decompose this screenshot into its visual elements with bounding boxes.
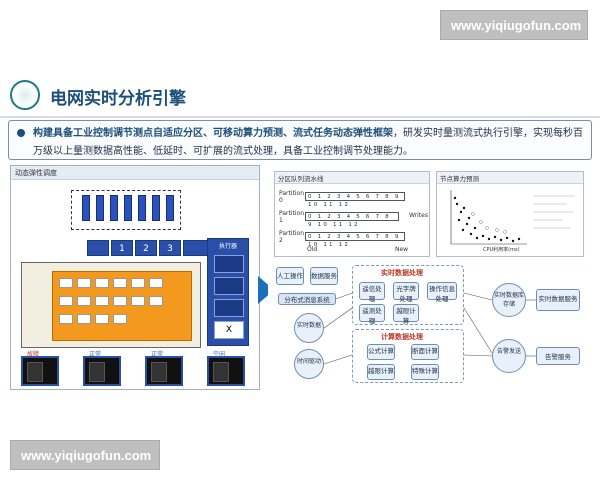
partition-label: Partition 2 [279, 230, 305, 244]
time-driven-node: 时间驱动 [294, 349, 324, 379]
bullet-icon [17, 129, 25, 137]
message-bus-node: 分布式消息系统 [278, 293, 336, 305]
group-title: 计算数据处理 [381, 333, 423, 341]
process-node: 越限计算 [393, 304, 419, 325]
input-node: 人工操作 [276, 267, 304, 285]
writes-label: Writes [409, 212, 428, 219]
segment [87, 240, 109, 256]
queue-bar [124, 195, 132, 221]
executor: 执行器 X [207, 238, 249, 346]
executor-slot [214, 277, 244, 295]
queue-bar [82, 195, 90, 221]
state-grid-logo-icon [10, 80, 40, 110]
compute-node: 公式计算 [367, 344, 395, 360]
compute-prediction: 节点算力预测 [436, 171, 584, 257]
process-node: 操作信息处理 [427, 282, 457, 303]
executor-label: 执行器 [218, 243, 237, 250]
cluster-workload [52, 271, 192, 341]
segment-1: 1 [111, 240, 133, 256]
old-label: Old [307, 246, 318, 253]
alarm-send-node: 告警发送 [492, 339, 526, 373]
task-cell [95, 296, 109, 306]
compute-node: 越限计算 [367, 364, 395, 380]
partition-cells: 0 1 2 3 4 5 6 7 8 9 10 11 12 [305, 192, 405, 208]
partition-pipeline: 分区队列流水线 Partition 0 0 1 2 3 4 5 6 7 8 9 … [274, 171, 430, 257]
server-status: 正常 [89, 351, 102, 358]
watermark-top: www.yiqiugofun.com [440, 10, 588, 40]
rtdata-service-node: 实时数据服务 [536, 289, 580, 311]
segment-3: 3 [159, 240, 181, 256]
executor-slot [214, 299, 244, 317]
server-status: 空闲 [213, 351, 226, 358]
task-cell [59, 278, 73, 288]
partition-cells: 0 1 2 3 4 5 6 7 8 9 10 11 12 [305, 212, 399, 228]
watermark-bottom: www.yiqiugofun.com [10, 440, 160, 470]
task-cell [77, 278, 91, 288]
task-cell [131, 278, 145, 288]
queue-bar [110, 195, 118, 221]
executor-slot [214, 255, 244, 273]
realtime-data-node: 实时数据 [294, 313, 324, 343]
process-node: 遥测处理 [359, 304, 385, 325]
new-label: New [395, 246, 409, 253]
task-queue [71, 190, 181, 230]
panel-title: 动态弹性调度 [11, 166, 259, 180]
task-cell [95, 278, 109, 288]
task-cell [59, 296, 73, 306]
compute-node: 特殊计算 [411, 364, 439, 380]
task-cell [149, 296, 163, 306]
summary-text: ，研发实时量测流式执行引擎，实现每秒百万级以上量测数据高性能、低延时、可扩展的流… [33, 128, 583, 157]
partition-label: Partition 1 [279, 210, 305, 224]
task-cell [59, 314, 73, 324]
slide: 电网实时分析引擎 构建具备工业控制调节测点自适应分区、可移动算力预测、流式任务动… [0, 68, 600, 408]
input-node: 数据服务 [310, 267, 338, 285]
queue-bar [138, 195, 146, 221]
task-cell [77, 314, 91, 324]
segment-2: 2 [135, 240, 157, 256]
partition-title: 分区队列流水线 [275, 172, 429, 184]
queue-bar [96, 195, 104, 221]
scatter-plot [450, 190, 575, 245]
server-icon: 正常 [83, 351, 121, 386]
slide-title: 电网实时分析引擎 [50, 89, 186, 109]
process-node: 光字牌处理 [393, 282, 419, 303]
realtime-processing-group: 实时数据处理 遥信处理 光字牌处理 操作信息处理 遥测处理 越限计算 [352, 265, 464, 325]
task-cell [77, 296, 91, 306]
title-divider [0, 116, 600, 118]
server-status: 故障 [27, 351, 40, 358]
elastic-scheduling-panel: 动态弹性调度 1 2 3 N [10, 165, 260, 390]
executor-slot-failed: X [214, 321, 244, 339]
task-cell [149, 278, 163, 288]
server-icon: 故障 [21, 351, 59, 386]
queue-bar [152, 195, 160, 221]
server-row: 故障 正常 正常 空闲 [17, 351, 255, 388]
summary-highlight: 构建具备工业控制调节测点自适应分区、可移动算力预测、流式任务动态弹性框架 [33, 128, 393, 139]
task-cell [131, 296, 145, 306]
scatter-xlabel: CPU利用率(ms) [483, 247, 520, 253]
task-cell [113, 296, 127, 306]
group-title: 实时数据处理 [381, 269, 423, 277]
scatter-title: 节点算力预测 [437, 172, 583, 184]
process-node: 遥信处理 [359, 282, 385, 303]
alarm-service-node: 告警服务 [536, 347, 580, 365]
stream-flow-diagram: 人工操作 数据服务 分布式消息系统 实时数据 时间驱动 实时数据处理 遥信处理 … [274, 263, 584, 383]
queue-bar [166, 195, 174, 221]
task-cell [113, 278, 127, 288]
server-icon: 空闲 [207, 351, 245, 386]
summary-box: 构建具备工业控制调节测点自适应分区、可移动算力预测、流式任务动态弹性框架，研发实… [8, 120, 592, 160]
compute-processing-group: 计算数据处理 公式计算 断面计算 越限计算 特殊计算 [352, 329, 464, 383]
partition-label: Partition 0 [279, 190, 305, 204]
rtdb-storage-node: 实时数据库存储 [492, 283, 526, 317]
server-status: 正常 [151, 351, 164, 358]
compute-node: 断面计算 [411, 344, 439, 360]
task-cell [113, 314, 127, 324]
server-icon: 正常 [145, 351, 183, 386]
partition-cells: 0 1 2 3 4 5 6 7 8 9 10 11 12 [305, 232, 405, 248]
compute-cluster [21, 262, 201, 348]
task-cell [95, 314, 109, 324]
stream-engine-panel: 分区队列流水线 Partition 0 0 1 2 3 4 5 6 7 8 9 … [268, 165, 590, 390]
